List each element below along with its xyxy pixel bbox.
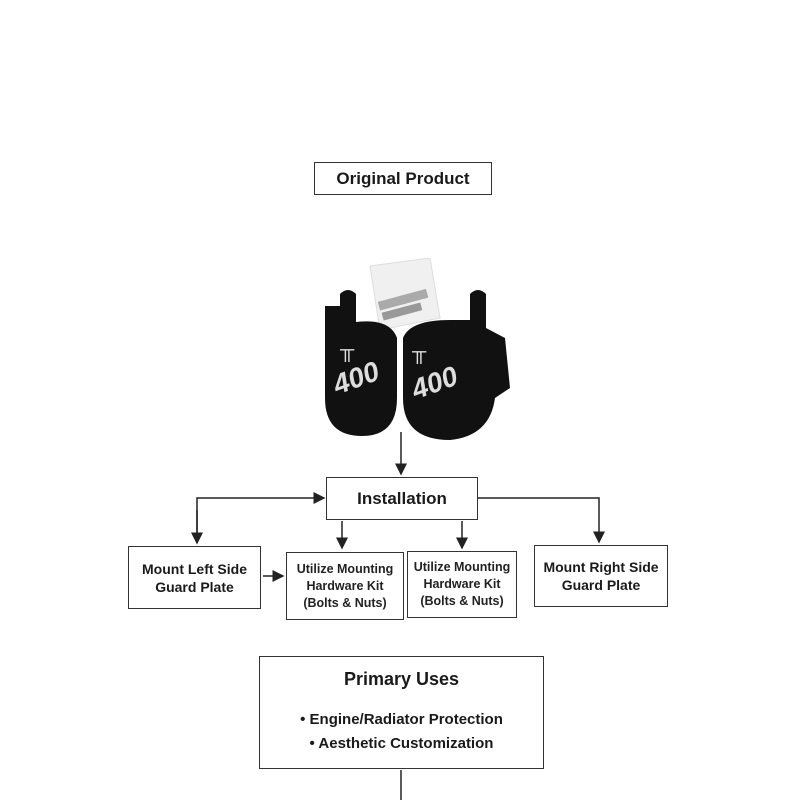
installation-box: Installation	[326, 477, 478, 520]
primary-uses-box: Primary Uses • Engine/Radiator Protectio…	[259, 656, 544, 769]
primary-uses-title: Primary Uses	[343, 669, 460, 689]
svg-text:╥: ╥	[339, 339, 355, 362]
svg-text:╥: ╥	[411, 341, 427, 364]
kit2-line1: Utilize Mounting	[413, 560, 511, 574]
kit1-line2: Hardware Kit	[306, 578, 384, 593]
kit2-line3: (Bolts & Nuts)	[420, 594, 504, 608]
mount-left-line2: Guard Plate	[155, 578, 234, 595]
hardware-kit-box-2: Utilize Mounting Hardware Kit (Bolts & N…	[407, 551, 517, 618]
kit1-line3: (Bolts & Nuts)	[303, 595, 387, 610]
product-image: 400 ╥ 400 ╥	[325, 258, 510, 440]
kit1-line1: Utilize Mounting	[296, 561, 394, 576]
hardware-kit-box-1: Utilize Mounting Hardware Kit (Bolts & N…	[286, 552, 404, 620]
mount-right-box: Mount Right Side Guard Plate	[534, 545, 668, 607]
right-guard-plate: 400 ╥	[403, 290, 510, 440]
hardware-bag-icon	[369, 258, 441, 331]
left-guard-plate: 400 ╥	[325, 290, 397, 436]
mount-left-box: Mount Left Side Guard Plate	[128, 546, 261, 609]
original-product-text: Original Product	[336, 168, 470, 188]
original-product-label: Original Product	[314, 162, 492, 195]
use-item: • Engine/Radiator Protection	[300, 711, 503, 728]
kit2-line2: Hardware Kit	[423, 577, 501, 591]
use-item: • Aesthetic Customization	[309, 735, 494, 752]
mount-left-line1: Mount Left Side	[142, 560, 247, 577]
mount-right-line2: Guard Plate	[561, 577, 641, 593]
mount-right-line1: Mount Right Side	[543, 559, 659, 575]
installation-text: Installation	[357, 488, 447, 508]
